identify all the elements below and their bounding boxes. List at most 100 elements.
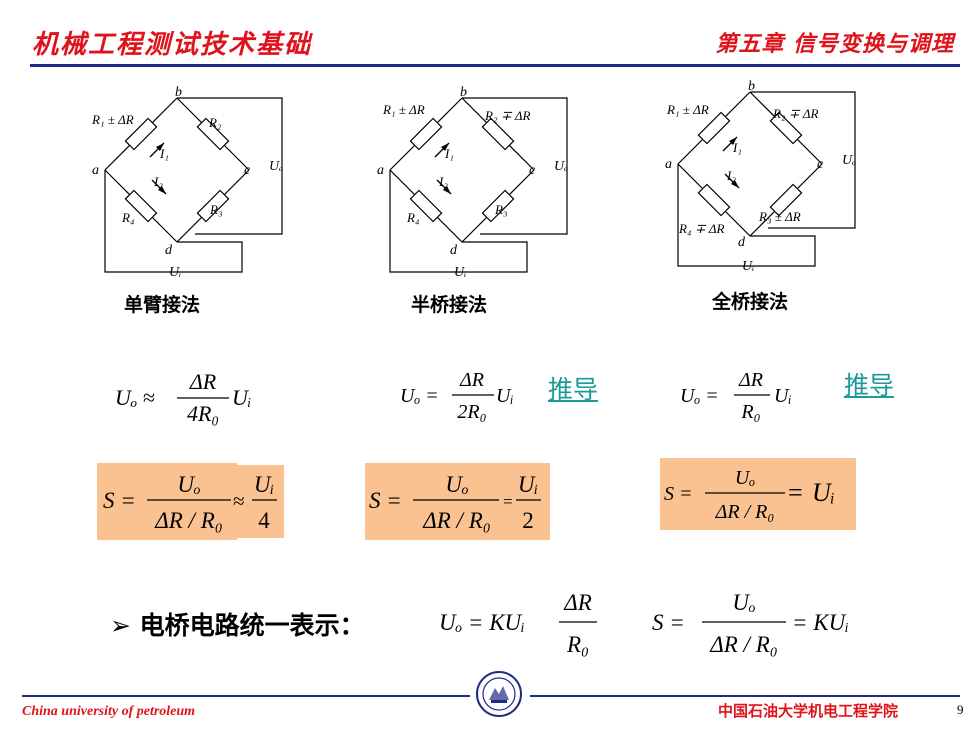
sensitivity-box-half-bg <box>365 463 550 540</box>
unified-s-den: ΔR / R₀ <box>709 632 777 657</box>
formula-tail: Uᵢ <box>774 385 792 407</box>
sensitivity-box-full-bg <box>660 458 856 530</box>
s-lhs: S = <box>103 488 136 513</box>
s-num2: Uᵢ <box>518 472 538 497</box>
node-d: d <box>738 235 746 250</box>
node-a: a <box>665 157 672 172</box>
formula-den: 4R₀ <box>187 401 219 426</box>
unified-lhs: Uₒ = KUᵢ <box>439 610 525 635</box>
sensitivity-formula-single-arm: S = Uₒ ΔR / R₀ ≈ Uᵢ 4 <box>103 472 277 533</box>
output-formula-half: Uₒ = ΔR 2R₀ Uᵢ <box>400 369 514 423</box>
node-d: d <box>165 243 173 258</box>
s-den: ΔR / R₀ <box>715 501 775 523</box>
r4-label: R₄ <box>121 210 135 225</box>
r1-label: R₁ ± ΔR <box>91 112 134 127</box>
s-tail: Uᵢ <box>812 478 835 507</box>
footer-school-cn: 中国石油大学机电工程学院 <box>718 702 899 720</box>
s-num: Uₒ <box>177 472 200 497</box>
i1-label: I₁ <box>444 146 454 161</box>
i2-label: I₂ <box>438 174 448 189</box>
derive-link-half[interactable]: 推导 <box>548 375 599 404</box>
i2-label: I₂ <box>726 168 736 183</box>
s-op: ≈ <box>233 489 245 513</box>
ui-label: Uᵢ <box>169 265 181 280</box>
footer-school-en: China university of petroleum <box>22 704 196 719</box>
i2-label: I₂ <box>153 174 163 189</box>
unified-label: ➢ 电桥电路统一表示： <box>110 611 365 640</box>
node-b: b <box>460 85 467 100</box>
ui-label: Uᵢ <box>454 265 466 280</box>
sensitivity-formula-half: S = Uₒ ΔR / R₀ = Uᵢ 2 <box>369 472 541 533</box>
formula-lhs: Uₒ ≈ <box>115 385 155 410</box>
unified-formula-sensitivity: S = Uₒ ΔR / R₀ = KUᵢ <box>652 590 849 657</box>
bottom-divider-right <box>530 695 960 697</box>
r3-label: R₃ <box>494 202 507 217</box>
formula-tail: Uᵢ <box>496 385 514 407</box>
r2-label: R₂ ∓ ΔR <box>484 108 530 123</box>
course-title: 机械工程测试技术基础 <box>32 30 313 60</box>
i1-label: I₁ <box>732 140 742 155</box>
formula-tail: Uᵢ <box>232 385 251 410</box>
r4-label: R₄ <box>406 210 420 225</box>
s-den2: 4 <box>258 508 270 533</box>
output-formula-single-arm: Uₒ ≈ ΔR 4R₀ Uᵢ <box>115 369 251 426</box>
unified-den: R₀ <box>566 632 589 657</box>
s-op: = <box>503 492 513 511</box>
s-den: ΔR / R₀ <box>422 508 490 533</box>
uo-label: Uₒ <box>269 159 283 174</box>
formula-lhs: Uₒ = <box>400 385 439 407</box>
formula-den: R₀ <box>740 401 760 423</box>
ui-label: Uᵢ <box>742 259 754 274</box>
derive-link-full[interactable]: 推导 <box>844 371 895 400</box>
top-divider <box>30 64 960 67</box>
node-a: a <box>92 163 99 178</box>
s-den: ΔR / R₀ <box>154 508 222 533</box>
bridge-diagram-single-arm: R₁ ± ΔR R₂ R₃ R₄ a b c d I₁ I₂ Uₒ Uᵢ <box>91 85 283 280</box>
r3-label: R₃ <box>209 202 222 217</box>
bridge-diagram-half: R₁ ± ΔR R₂ ∓ ΔR R₃ R₄ a b c d I₁ I₂ Uₒ U… <box>377 85 568 280</box>
s-lhs: S = <box>664 483 693 505</box>
formula-num: ΔR <box>738 369 763 391</box>
caption-half: 半桥接法 <box>411 294 488 316</box>
node-c: c <box>529 163 536 178</box>
node-c: c <box>244 163 251 178</box>
i1-label: I₁ <box>159 146 169 161</box>
output-formula-full: Uₒ = ΔR R₀ Uᵢ <box>680 369 792 423</box>
bottom-divider-left <box>22 695 470 697</box>
uo-label: Uₒ <box>842 153 856 168</box>
caption-single-arm: 单臂接法 <box>124 294 201 316</box>
formula-den: 2R₀ <box>457 401 486 423</box>
uo-label: Uₒ <box>554 159 568 174</box>
r4-label: R₄ ∓ ΔR <box>678 221 724 236</box>
caption-full: 全桥接法 <box>712 291 789 313</box>
unified-s-num: Uₒ <box>732 590 755 615</box>
unified-formula-output: Uₒ = KUᵢ ΔR R₀ <box>439 590 597 657</box>
formula-num: ΔR <box>459 369 484 391</box>
formula-lhs: Uₒ = <box>680 385 719 407</box>
unified-s-lhs: S = <box>652 610 685 635</box>
node-b: b <box>175 85 182 100</box>
r1-label: R₁ ± ΔR <box>382 102 425 117</box>
sensitivity-formula-full: S = Uₒ ΔR / R₀ = Uᵢ <box>664 467 835 523</box>
chapter-title: 第五章 信号变换与调理 <box>715 31 954 57</box>
node-b: b <box>748 79 755 94</box>
r1-label: R₁ ± ΔR <box>666 102 709 117</box>
sensitivity-box-single-bg <box>97 463 237 540</box>
unified-num: ΔR <box>563 590 592 615</box>
r2-label: R₂ ∓ ΔR <box>772 106 818 121</box>
sensitivity-box-single-bg2 <box>234 465 284 538</box>
node-a: a <box>377 163 384 178</box>
s-den2: 2 <box>522 508 534 533</box>
s-lhs: S = <box>369 488 402 513</box>
unified-s-tail: = KUᵢ <box>792 610 849 635</box>
bridge-diagram-full: R₁ ± ΔR R₂ ∓ ΔR R₃ ± ΔR R₄ ∓ ΔR a b c d … <box>665 79 856 274</box>
r2-label: R₂ <box>208 115 222 130</box>
s-num: Uₒ <box>735 467 755 489</box>
s-num: Uₒ <box>445 472 468 497</box>
s-op: = <box>788 478 803 507</box>
r3-label: R₃ ± ΔR <box>758 209 801 224</box>
s-num2: Uᵢ <box>254 472 274 497</box>
university-seal-icon <box>476 671 522 717</box>
node-d: d <box>450 243 458 258</box>
node-c: c <box>817 157 824 172</box>
